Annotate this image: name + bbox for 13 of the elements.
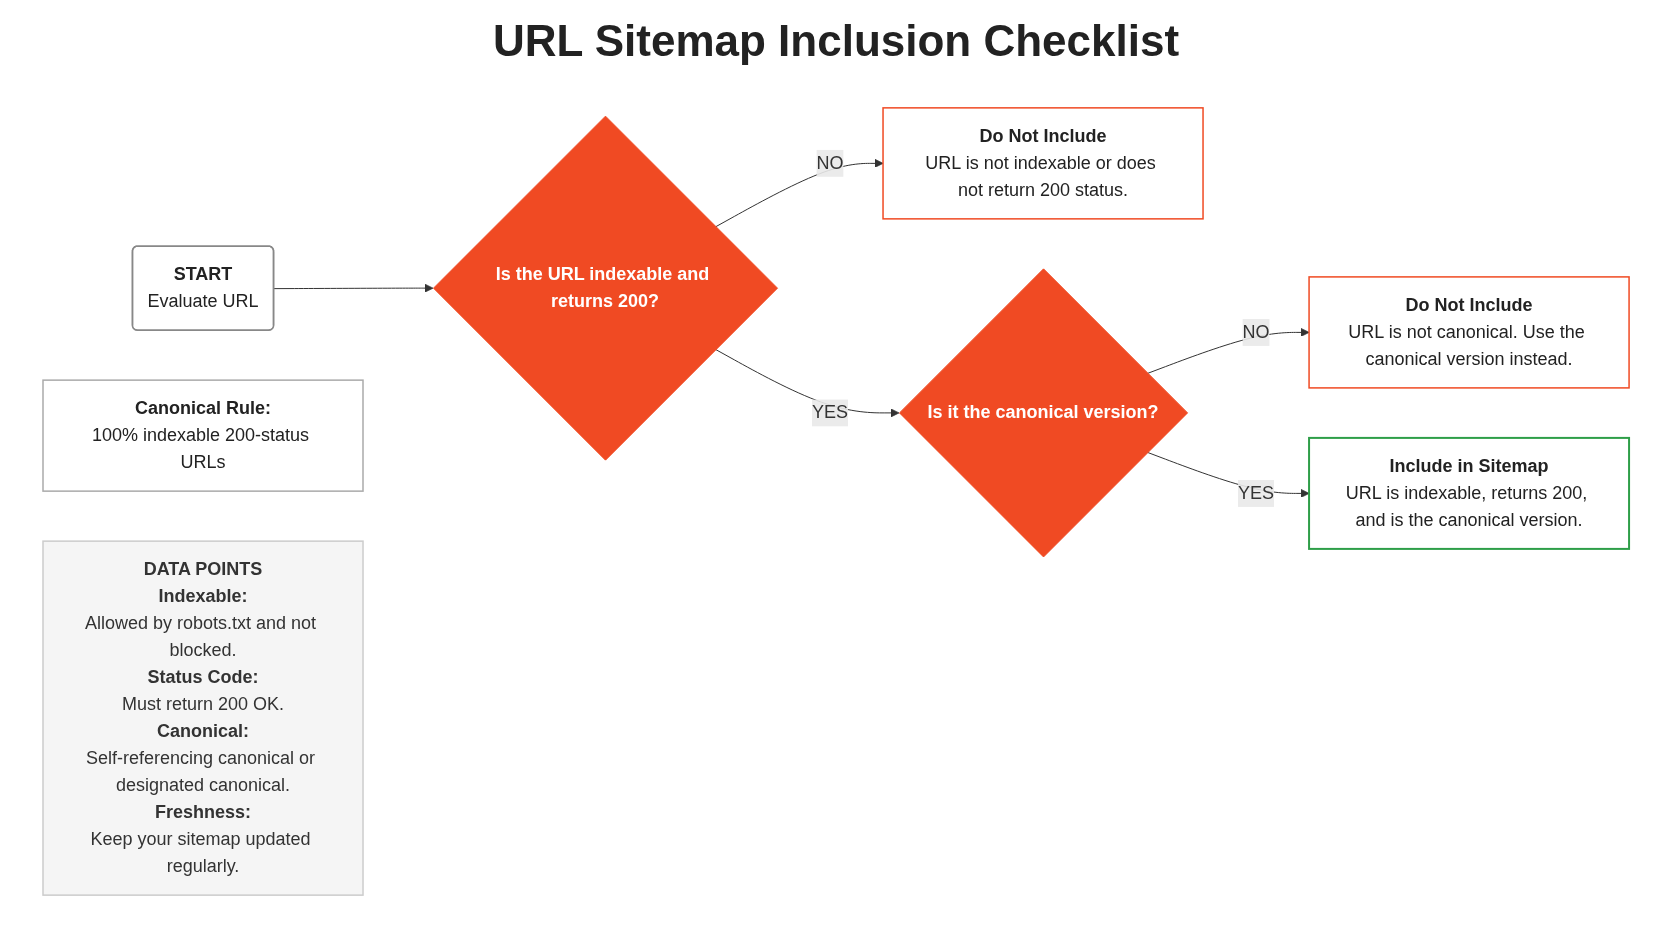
node-box: Do Not Include URL is not indexable or does not return 200 status. <box>882 107 1204 220</box>
title: URL Sitemap Inclusion Checklist <box>492 16 1180 66</box>
node-box: Do Not Include URL is not canonical. Use the canonical version instead. <box>1308 276 1630 389</box>
node-diamond: Is it the canonical version? <box>898 268 1189 558</box>
edge-label: YES <box>811 402 848 423</box>
edge-label: NO <box>1242 321 1270 342</box>
node-box: Include in Sitemap URL is indexable, returns 200, and is the canonical version. <box>1308 436 1631 550</box>
node-box: Canonical Rule: 100% indexable 200-status URLs <box>42 379 364 492</box>
node-box: DATA POINTS Indexable: Allowed by robots.txt and not blocked. Status Code: Must return 200 OK. Canonical: Self-referencing canonical or designated canonical. Freshness: Keep your sitemap updated regularly. <box>42 540 364 896</box>
edge-label: NO <box>816 152 844 173</box>
arrow <box>273 283 434 293</box>
node-diamond: Is the URL indexable and returns 200? <box>432 115 778 461</box>
edge-label: YES <box>1238 482 1275 503</box>
